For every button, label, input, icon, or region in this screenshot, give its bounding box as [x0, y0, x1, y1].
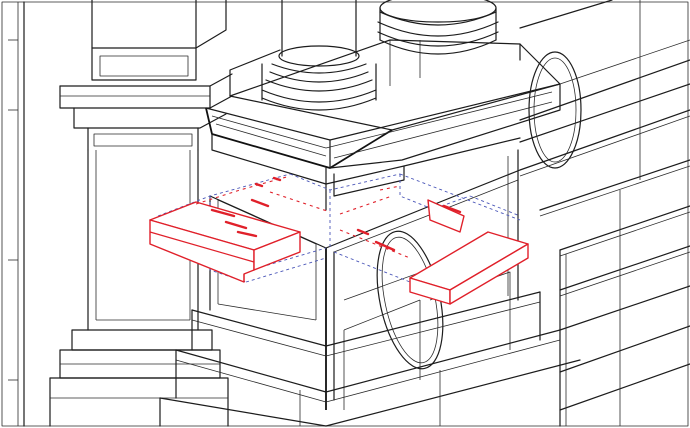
rear-column [377, 0, 499, 55]
right-wall [519, 0, 690, 427]
insertion-guides [195, 175, 411, 259]
right-block [409, 199, 529, 305]
central-cornice [205, 39, 561, 211]
assembly-arrows [210, 176, 462, 252]
front-plinth [159, 291, 581, 427]
left-pier [49, 0, 233, 427]
left-block [149, 201, 301, 283]
front-column [261, 0, 377, 111]
